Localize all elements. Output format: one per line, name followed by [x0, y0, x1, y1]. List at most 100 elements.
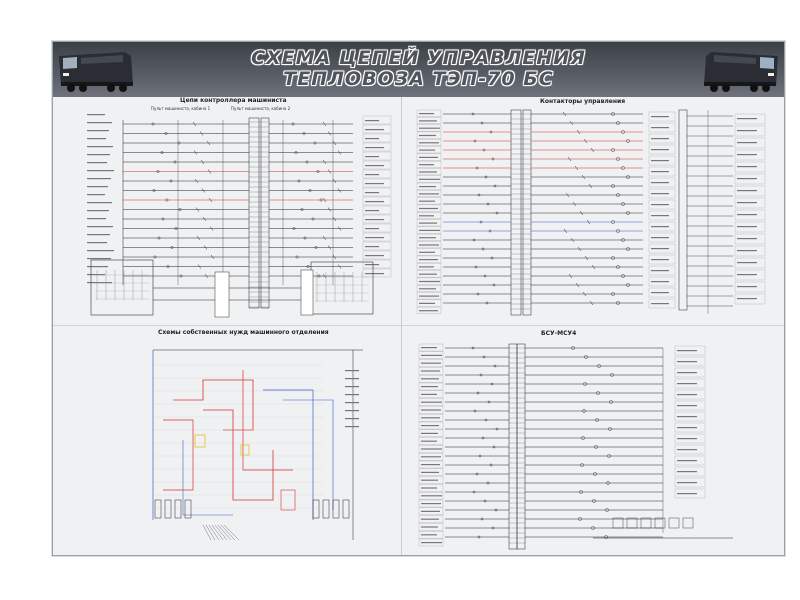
label-text	[737, 274, 757, 276]
relay-coil	[594, 445, 598, 449]
relay-coil	[579, 490, 583, 494]
relay-coil	[626, 139, 630, 143]
label-text	[677, 493, 697, 495]
component-block	[416, 109, 442, 117]
contact-symbol	[308, 189, 312, 192]
label-text	[737, 214, 757, 216]
contact-symbol	[486, 202, 490, 206]
switch-symbol	[591, 264, 596, 270]
component-block	[416, 124, 442, 132]
label-text	[87, 250, 114, 252]
contact-symbol	[477, 535, 481, 539]
label-text	[421, 362, 441, 364]
label-text	[365, 120, 379, 122]
label-text	[651, 138, 669, 140]
label-text	[421, 510, 440, 512]
switch-symbol	[572, 201, 577, 207]
contact-symbol	[170, 246, 174, 249]
label-text	[87, 258, 111, 260]
switch-symbol	[194, 178, 199, 184]
wire	[202, 524, 212, 541]
contact-symbol	[473, 139, 477, 143]
component-block	[734, 125, 766, 137]
component-block	[648, 166, 676, 177]
label-text	[419, 178, 440, 180]
component-block	[674, 455, 706, 466]
label-text	[737, 298, 757, 300]
switch-symbol	[567, 156, 572, 162]
label-text	[677, 471, 697, 473]
component-block	[734, 173, 766, 185]
label-text	[737, 226, 757, 228]
label-text	[421, 487, 437, 489]
contact-symbol	[485, 301, 489, 305]
component-block	[416, 299, 442, 307]
label-text	[419, 266, 434, 268]
label-text	[651, 182, 669, 184]
component-block	[734, 257, 766, 269]
label-text	[345, 394, 359, 396]
label-text	[419, 134, 436, 137]
component-block	[648, 177, 676, 188]
label-text	[419, 171, 437, 173]
section-sub-cab2: Пульт машиниста, кабина 2	[231, 106, 291, 111]
component-block	[418, 468, 444, 476]
contact-symbol	[481, 436, 485, 440]
relay-coil	[616, 193, 620, 197]
contact-symbol	[475, 166, 479, 170]
component-block	[418, 523, 444, 531]
contact-symbol	[297, 179, 301, 183]
label-text	[677, 416, 697, 418]
wire	[205, 524, 216, 541]
relay-coil	[621, 166, 625, 170]
component-block	[418, 414, 444, 422]
switch-symbol	[581, 174, 586, 180]
component-block	[674, 466, 706, 477]
component-block	[416, 168, 442, 176]
contact-symbol	[484, 418, 488, 422]
switch-symbol	[322, 273, 327, 279]
component-block	[674, 488, 706, 499]
contact-symbol	[151, 122, 155, 126]
relay-coil	[597, 364, 601, 368]
contact-symbol	[173, 160, 177, 164]
component-block	[362, 133, 392, 143]
contact-symbol	[480, 517, 484, 521]
switch-symbol	[574, 165, 579, 171]
component-block	[240, 444, 250, 456]
switch-symbol	[195, 207, 200, 212]
component-block	[362, 187, 392, 197]
contact-symbol	[300, 208, 304, 211]
component-block	[416, 226, 442, 234]
contact-symbol	[302, 132, 306, 135]
label-text	[365, 147, 384, 149]
component-block	[418, 375, 444, 383]
auxiliary-circuits-diagram	[152, 349, 363, 541]
component-block	[164, 499, 172, 519]
label-text	[677, 482, 697, 484]
label-text	[87, 114, 105, 116]
label-text	[421, 542, 442, 544]
component-block	[214, 271, 230, 318]
component-block	[416, 233, 442, 241]
label-text	[677, 449, 697, 451]
component-block	[510, 109, 522, 316]
contact-symbol	[494, 508, 498, 512]
label-text	[651, 193, 669, 195]
contact-symbol	[482, 355, 486, 359]
relay-coil	[616, 229, 620, 233]
component-block	[612, 517, 624, 529]
label-text	[419, 222, 437, 224]
label-text	[421, 456, 441, 458]
contact-symbol	[491, 157, 495, 161]
label-text	[419, 193, 439, 195]
label-text	[737, 154, 757, 156]
label-text	[365, 264, 379, 266]
switch-symbol	[204, 273, 209, 279]
label-text	[365, 273, 384, 275]
component-block	[678, 109, 688, 311]
switch-symbol	[192, 121, 197, 127]
contact-symbol	[156, 170, 160, 173]
relay-coil	[596, 391, 600, 395]
label-text	[419, 186, 436, 188]
